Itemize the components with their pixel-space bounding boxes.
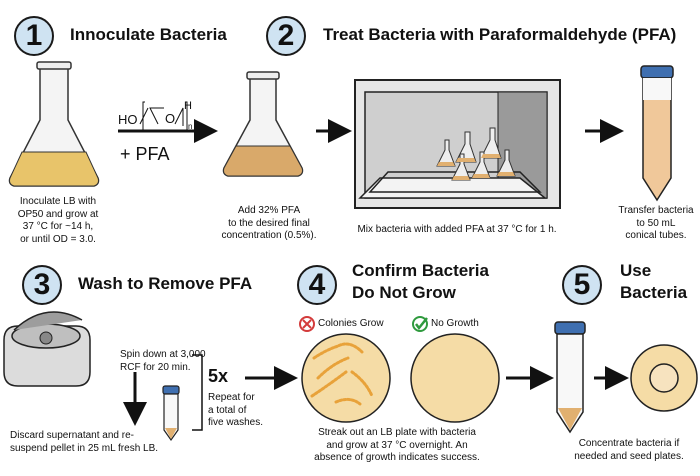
repeat-count: 5x (208, 366, 229, 386)
concentrated-tube-icon (554, 321, 586, 434)
transfer-caption: Transfer bacteria to 50 mL conical tubes… (618, 205, 694, 241)
formula-n: n (188, 122, 193, 131)
add-pfa-caption: Add 32% PFA to the desired final concent… (221, 205, 317, 241)
step-1-number: 1 (14, 16, 54, 56)
step-3-number: 3 (22, 265, 62, 305)
no-growth-check-icon (412, 316, 428, 332)
step-5-number: 5 (562, 265, 602, 305)
plate-with-colonies-icon (301, 333, 391, 423)
incubator-icon (354, 79, 561, 209)
step-1-title: Innoculate Bacteria (70, 25, 227, 44)
step-2-title: Treat Bacteria with Paraformaldehyde (PF… (323, 25, 677, 44)
seeded-plate-icon (630, 344, 698, 412)
wash-tube-icon (162, 385, 180, 442)
legend-no-growth: No Growth (431, 318, 479, 329)
formula-ho: HO (118, 112, 138, 127)
step-5-caption: Concentrate bacteria if needed and seed … (574, 438, 684, 462)
step-2-number: 2 (266, 16, 306, 56)
formula-o: O (165, 111, 176, 126)
culture-flask-icon (8, 61, 100, 187)
discard-caption: Discard supernatant and re- suspend pell… (10, 430, 159, 454)
centrifuge-icon (3, 311, 91, 387)
reagent-label: + PFA (120, 144, 170, 164)
colonies-grow-mark-icon (299, 316, 315, 332)
step-4-number: 4 (297, 265, 337, 305)
spin-caption: Spin down at 3,000 RCF for 20 min. (120, 349, 206, 373)
pfa-flask-icon (222, 71, 304, 177)
repeat-caption: Repeat for a total of five washes. (208, 392, 264, 428)
mix-caption: Mix bacteria with added PFA at 37 °C for… (357, 224, 557, 235)
repeat-bracket (192, 354, 203, 431)
streak-caption: Streak out an LB plate with bacteria and… (314, 427, 480, 463)
conical-tube-icon (640, 65, 674, 202)
step-3-title: Wash to Remove PFA (78, 274, 253, 293)
plate-no-growth-icon (410, 333, 500, 423)
legend-colonies-grow: Colonies Grow (318, 318, 384, 329)
step-4-title: Confirm Bacteria Do Not Grow (352, 261, 489, 302)
pfa-formula-bracket (139, 101, 188, 131)
formula-h: H (184, 100, 192, 112)
step-5-title: Use Bacteria (620, 261, 688, 302)
step-1-caption: Inoculate LB with OP50 and grow at 37 °C… (17, 196, 99, 245)
